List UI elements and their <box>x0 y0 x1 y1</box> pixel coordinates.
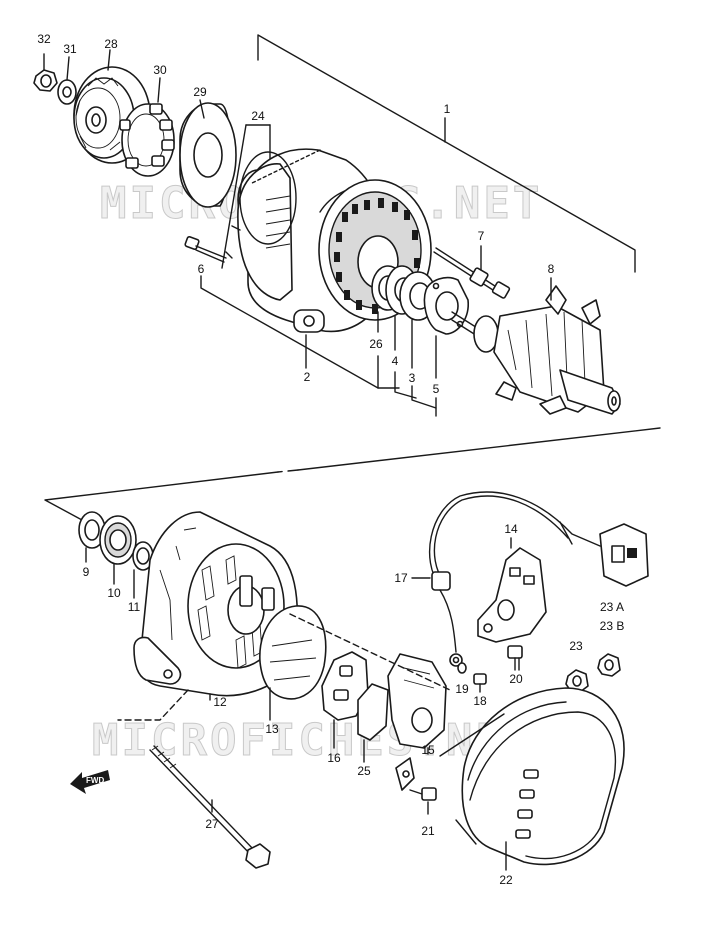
front-gasket <box>225 151 297 259</box>
callout-26: 26 <box>369 337 383 351</box>
callout-21: 21 <box>421 824 435 838</box>
part-11-ring <box>132 541 154 599</box>
callout-22: 22 <box>499 873 513 887</box>
callout-4: 4 <box>392 354 399 368</box>
callout-17: 17 <box>394 571 408 585</box>
callout-23a: 23 A <box>600 600 624 614</box>
part-25-bracket <box>357 683 389 763</box>
part-31-washer <box>57 56 77 105</box>
callout-labels: 32 31 28 30 29 24 1 6 7 8 26 4 3 5 2 9 1… <box>37 32 624 887</box>
part-9-seal <box>78 511 106 563</box>
callout-11: 11 <box>128 600 141 614</box>
callout-25: 25 <box>357 764 371 778</box>
callout-14: 14 <box>504 522 518 536</box>
part-22-rear-cover <box>439 687 625 871</box>
callout-1: 1 <box>444 102 451 116</box>
part-7-bolt <box>433 245 511 299</box>
fwd-label: FWD <box>86 776 104 785</box>
callout-31: 31 <box>63 42 77 56</box>
divider-line <box>44 427 661 521</box>
callout-13: 13 <box>265 722 279 736</box>
callout-9: 9 <box>83 565 90 579</box>
callout-12: 12 <box>213 695 227 709</box>
part-6-bolt <box>184 236 379 389</box>
callout-32: 32 <box>37 32 51 46</box>
callout-18: 18 <box>473 694 487 708</box>
part-15-regulator <box>387 653 447 755</box>
callout-7: 7 <box>478 229 485 243</box>
callout-16: 16 <box>327 751 341 765</box>
part-29-spacer <box>179 99 237 208</box>
part-21-screw <box>409 787 437 815</box>
callout-29: 29 <box>193 85 207 99</box>
callout-19: 19 <box>455 682 469 696</box>
part-14-terminal <box>477 537 547 643</box>
part-23-nut <box>565 669 589 693</box>
axis-dashed-line <box>289 613 451 691</box>
callout-28: 28 <box>104 37 118 51</box>
part-20-screw <box>507 645 523 671</box>
part-17-wire <box>411 491 649 667</box>
callout-8: 8 <box>548 262 555 276</box>
assembly-bracket-1 <box>257 34 636 273</box>
part-13-plate <box>259 605 327 721</box>
part-5-bracket <box>423 276 469 417</box>
callout-23: 23 <box>569 639 583 653</box>
callout-2: 2 <box>304 370 311 384</box>
callout-3: 3 <box>409 371 416 385</box>
part-32-nut <box>33 53 58 92</box>
part-19-washer <box>457 662 467 674</box>
part-12-rear-housing <box>133 511 299 701</box>
callout-24: 24 <box>251 109 265 123</box>
callout-23b: 23 B <box>600 619 625 633</box>
callout-15: 15 <box>421 743 435 757</box>
callout-20: 20 <box>509 672 523 686</box>
callout-10: 10 <box>107 586 121 600</box>
callout-27: 27 <box>205 817 219 831</box>
callout-30: 30 <box>153 63 167 77</box>
part-30-fan <box>119 77 175 177</box>
part-23ab-nut <box>597 653 621 677</box>
part-10-bearing <box>99 515 137 585</box>
part-8-rotor <box>451 277 621 415</box>
callout-6: 6 <box>198 262 205 276</box>
part-18-screw <box>473 673 487 693</box>
fwd-arrow-icon: FWD <box>70 770 110 794</box>
part-terminal-clip <box>395 757 415 791</box>
part-27-through-bolt <box>117 689 271 869</box>
callout-5: 5 <box>433 382 440 396</box>
